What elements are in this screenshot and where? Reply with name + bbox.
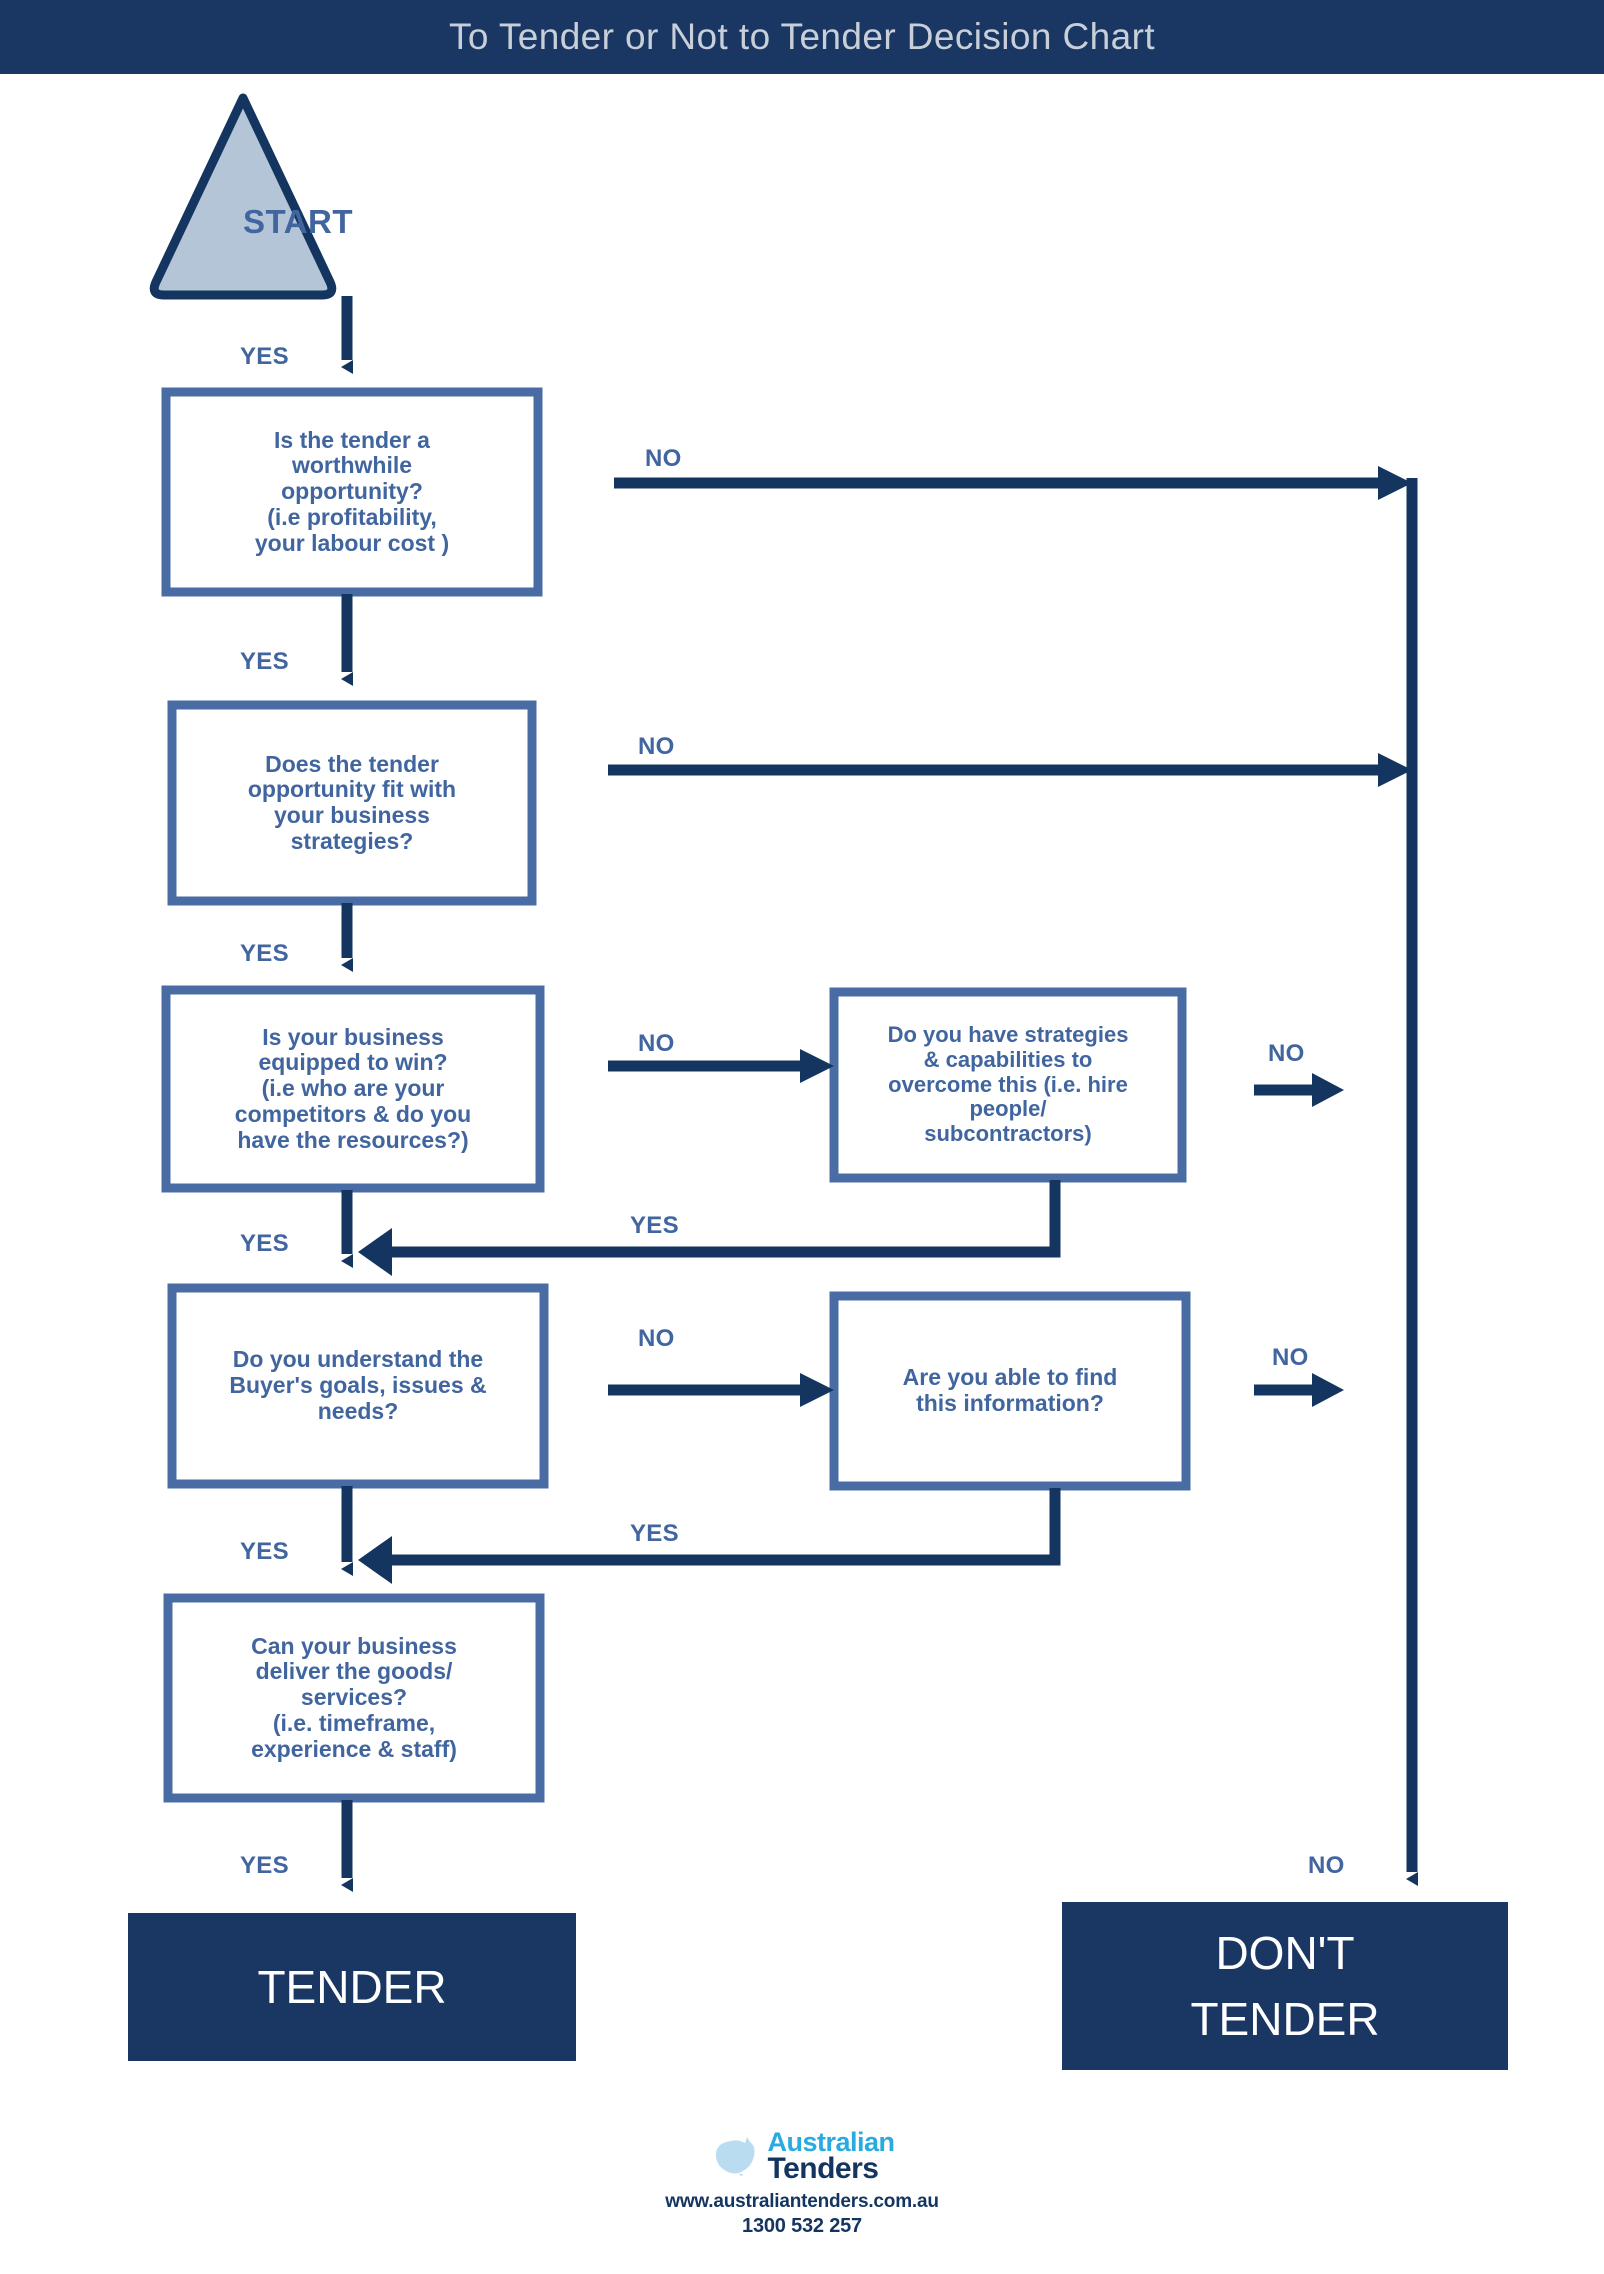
- edge-label-no-find-info: NO: [1272, 1344, 1309, 1371]
- edge-label-yes-strategies-fit: YES: [240, 940, 289, 967]
- page-title: To Tender or Not to Tender Decision Char…: [448, 16, 1156, 57]
- brand-word-australian: Australian: [767, 2127, 895, 2157]
- footer: Australian Tenders www.australiantenders…: [0, 2127, 1604, 2238]
- brand-logo: Australian Tenders: [709, 2127, 895, 2185]
- edge-label-yes-worthwhile: YES: [240, 648, 289, 675]
- edge-label-yes-deliver: YES: [240, 1852, 289, 1879]
- edge-find-info-no-to-rail: [1254, 1373, 1344, 1407]
- edge-label-no-equipped: NO: [638, 1030, 675, 1057]
- edge-overcome-yes-return: [358, 1180, 1061, 1276]
- brand-wordmark: Australian Tenders: [767, 2127, 895, 2185]
- edge-find-info-yes-return: [358, 1488, 1061, 1584]
- edge-label-no-rail: NO: [1308, 1852, 1345, 1879]
- australia-map-icon: [716, 2137, 755, 2177]
- node-box-buyer-goals: [167, 1283, 549, 1489]
- edge-equipped-no-to-overcome: [608, 1049, 834, 1083]
- edge-label-no-strategies-fit: NO: [638, 733, 675, 760]
- edge-buyer-goals-no-to-find-info: [608, 1373, 834, 1407]
- edge-label-no-overcome: NO: [1268, 1040, 1305, 1067]
- node-box-strategies-fit: [167, 700, 537, 906]
- page-header: To Tender or Not to Tender Decision Char…: [0, 0, 1604, 74]
- edge-label-yes-find-info-return: YES: [630, 1520, 679, 1547]
- edge-overcome-no-to-rail: [1254, 1073, 1344, 1107]
- edge-label-yes-equipped: YES: [240, 1230, 289, 1257]
- node-box-find-information: [829, 1291, 1191, 1491]
- footer-phone-number: 1300 532 257: [742, 2215, 862, 2238]
- start-shape: [149, 93, 337, 300]
- edge-label-yes-start: YES: [240, 343, 289, 370]
- terminal-box-tender: [128, 1913, 576, 2061]
- node-box-deliver-goods: [163, 1593, 545, 1803]
- edge-label-yes-overcome-return: YES: [630, 1212, 679, 1239]
- edge-label-no-buyer-goals: NO: [638, 1325, 675, 1352]
- edge-label-no-worthwhile: NO: [645, 445, 682, 472]
- node-box-worthwhile: [161, 387, 543, 597]
- node-box-equipped-to-win: [161, 985, 545, 1193]
- brand-word-tenders: Tenders: [767, 2151, 879, 2185]
- edge-worthwhile-no-to-rail: [614, 466, 1412, 500]
- footer-website-url: www.australiantenders.com.au: [665, 2191, 939, 2213]
- node-box-overcome-strategies: [829, 987, 1187, 1183]
- edge-strategies-fit-no-to-rail: [608, 753, 1412, 787]
- start-label: START: [242, 203, 354, 240]
- terminal-box-dont-tender: [1062, 1902, 1508, 2070]
- edge-label-yes-buyer-goals: YES: [240, 1538, 289, 1565]
